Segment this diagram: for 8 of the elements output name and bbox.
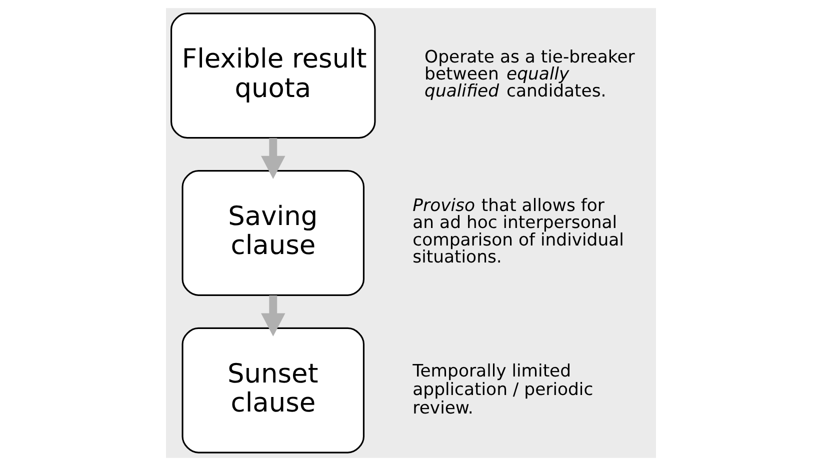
arrow: [261, 295, 286, 336]
node-label: Operate as a tie-breaker between equally qualified candidates.: [424, 47, 635, 102]
node-label: Proviso that allows for an ad hoc interpersonal comparison of individual situations.: [412, 196, 624, 268]
node-box: Flexible result quota: [170, 12, 376, 139]
arrow: [261, 138, 286, 179]
node-box: Saving clause: [182, 170, 365, 296]
node-label: Temporally limited application / periodic review.: [412, 361, 594, 418]
node-box: Sunset clause: [182, 327, 365, 454]
